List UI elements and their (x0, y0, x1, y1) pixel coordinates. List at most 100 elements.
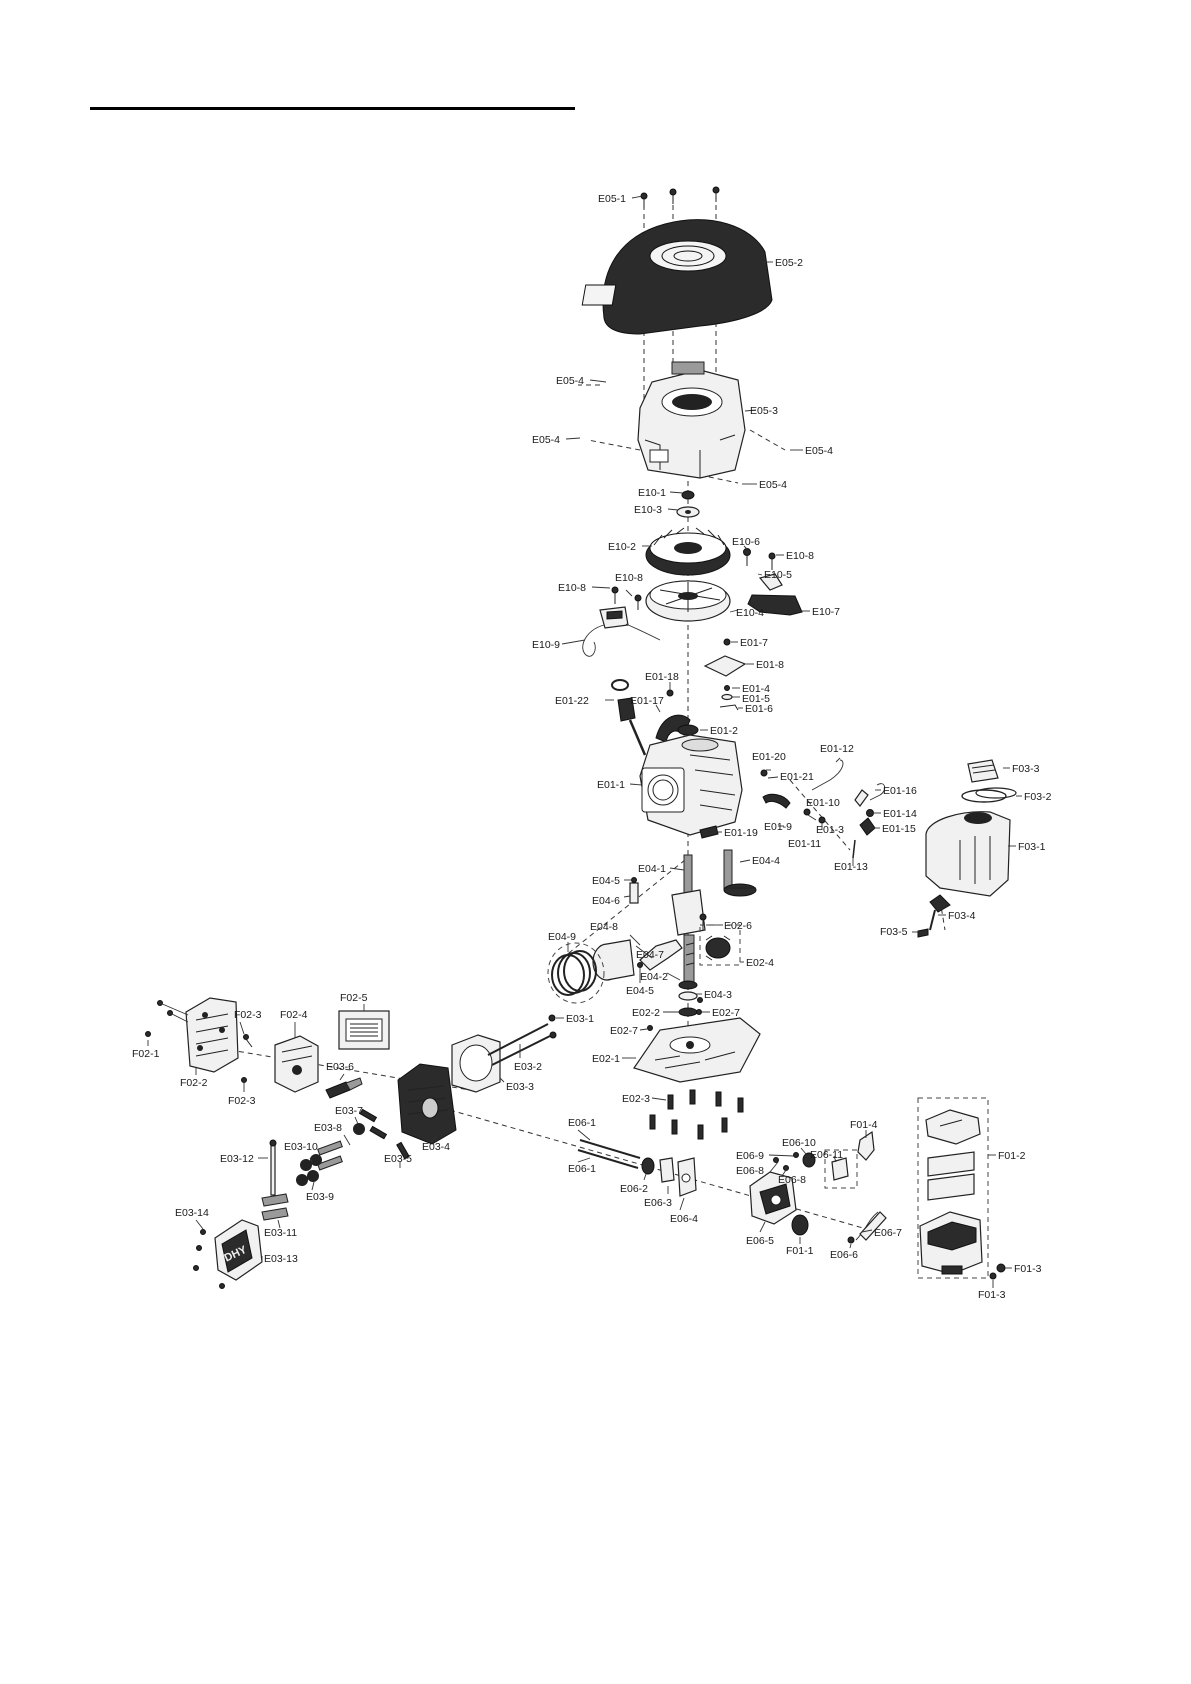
label-e01-13: E01-13 (834, 861, 868, 873)
label-e03-10: E03-10 (284, 1141, 318, 1153)
oil-pan-bolts (649, 1089, 744, 1140)
label-f01-1: F01-1 (786, 1245, 814, 1257)
label-e03-12: E03-12 (220, 1153, 254, 1165)
label-e10-3: E10-3 (634, 504, 662, 516)
label-e03-8: E03-8 (314, 1122, 342, 1134)
engine-cover (581, 219, 773, 335)
label-e02-1: E02-1 (592, 1053, 620, 1065)
label-e01-9: E01-9 (764, 821, 792, 833)
seal-e02-2 (678, 1007, 698, 1017)
label-e01-18: E01-18 (645, 671, 679, 683)
label-e05-4: E05-4 (805, 445, 833, 457)
label-e06-11: E06-11 (810, 1149, 843, 1161)
label-e04-2: E04-2 (640, 971, 668, 983)
label-f03-2: F03-2 (1024, 791, 1052, 803)
bearing-e04-2 (678, 980, 698, 990)
label-f02-1: F02-1 (132, 1048, 160, 1060)
ignition-coil (582, 606, 661, 657)
label-e01-2: E01-2 (710, 725, 738, 737)
label-e03-14: E03-14 (175, 1207, 209, 1219)
label-e10-6: E10-6 (732, 536, 760, 548)
label-e06-9: E06-9 (736, 1150, 764, 1162)
label-e01-14: E01-14 (883, 808, 917, 820)
muffler (274, 1035, 319, 1093)
label-e06-8: E06-8 (736, 1165, 764, 1177)
label-e06-7: E06-7 (874, 1227, 902, 1239)
muffler-shield (185, 997, 239, 1073)
label-e04-3: E04-3 (704, 989, 732, 1001)
valve-springs (296, 1140, 343, 1186)
label-f02-3: F02-3 (234, 1009, 262, 1021)
label-f01-3: F01-3 (978, 1289, 1006, 1301)
label-e05-4: E05-4 (532, 434, 560, 446)
label-e03-9: E03-9 (306, 1191, 334, 1203)
flywheel (645, 527, 731, 576)
label-e01-11: E01-11 (788, 838, 821, 850)
label-e01-3: E01-3 (816, 824, 844, 836)
label-f01-3: F01-3 (1014, 1263, 1042, 1275)
label-e01-7: E01-7 (740, 637, 768, 649)
label-f02-2: F02-2 (180, 1077, 208, 1089)
cooling-fan (645, 580, 731, 622)
brake-lever (747, 573, 803, 616)
label-e03-1: E03-1 (566, 1013, 594, 1025)
crankshaft (671, 854, 706, 986)
label-e10-1: E10-1 (638, 487, 666, 499)
label-f02-5: F02-5 (340, 992, 368, 1004)
filter-gasket (791, 1214, 809, 1236)
label-f02-4: F02-4 (280, 1009, 308, 1021)
screw-e10-8 (768, 552, 776, 560)
label-e05-4: E05-4 (556, 375, 584, 387)
label-e01-19: E01-19 (724, 827, 758, 839)
label-e01-6: E01-6 (745, 703, 773, 715)
label-e10-9: E10-9 (532, 639, 560, 651)
label-e02-3: E02-3 (622, 1093, 650, 1105)
label-f03-1: F03-1 (1018, 841, 1046, 853)
label-e06-3: E06-3 (644, 1197, 672, 1209)
header-rule (90, 107, 575, 110)
label-e03-6: E03-6 (326, 1061, 354, 1073)
engine-block (639, 734, 743, 836)
screw-e10-6 (743, 548, 751, 556)
cover-plate-e01-8 (703, 655, 747, 677)
intake-gaskets (641, 1157, 697, 1197)
pushrod (270, 1144, 276, 1196)
label-e01-20: E01-20 (752, 751, 786, 763)
intake-studs (577, 1139, 641, 1169)
oil-seal (677, 724, 699, 736)
governor-linkage (699, 759, 886, 859)
cylinder-head (397, 1063, 457, 1145)
label-e03-2: E03-2 (514, 1061, 542, 1073)
label-e06-8: E06-8 (778, 1174, 806, 1186)
nut-e10-1 (681, 490, 695, 500)
heat-shield-plate (338, 1010, 390, 1050)
label-e05-4: E05-4 (759, 479, 787, 491)
label-e05-1: E05-1 (598, 193, 626, 205)
part-labels: E05-1 E05-2 E05-4 E05-3 E05-4 E05-4 E05-… (132, 193, 1052, 1301)
connecting-rod (639, 939, 683, 971)
oil-pan (633, 1017, 761, 1083)
label-e04-5: E04-5 (626, 985, 654, 997)
label-e06-1: E06-1 (568, 1163, 596, 1175)
label-e10-4: E10-4 (736, 607, 764, 619)
screw-e01-18 (666, 689, 674, 697)
label-e03-11: E03-11 (264, 1227, 297, 1239)
label-e03-5: E03-5 (384, 1153, 412, 1165)
label-e10-2: E10-2 (608, 541, 636, 553)
label-e01-16: E01-16 (883, 785, 917, 797)
piston (592, 939, 635, 981)
label-f03-3: F03-3 (1012, 763, 1040, 775)
rocker-arms (261, 1193, 289, 1221)
label-e04-7: E04-7 (636, 949, 664, 961)
label-e01-22: E01-22 (555, 695, 589, 707)
label-e10-8: E10-8 (558, 582, 586, 594)
label-e06-1: E06-1 (568, 1117, 596, 1129)
label-e01-12: E01-12 (820, 743, 854, 755)
label-e10-7: E10-7 (812, 606, 840, 618)
label-e01-21: E01-21 (780, 771, 814, 783)
label-e01-5: E01-5 (742, 693, 770, 705)
camshaft (723, 849, 757, 897)
label-e06-2: E06-2 (620, 1183, 648, 1195)
label-f01-4: F01-4 (850, 1119, 878, 1131)
